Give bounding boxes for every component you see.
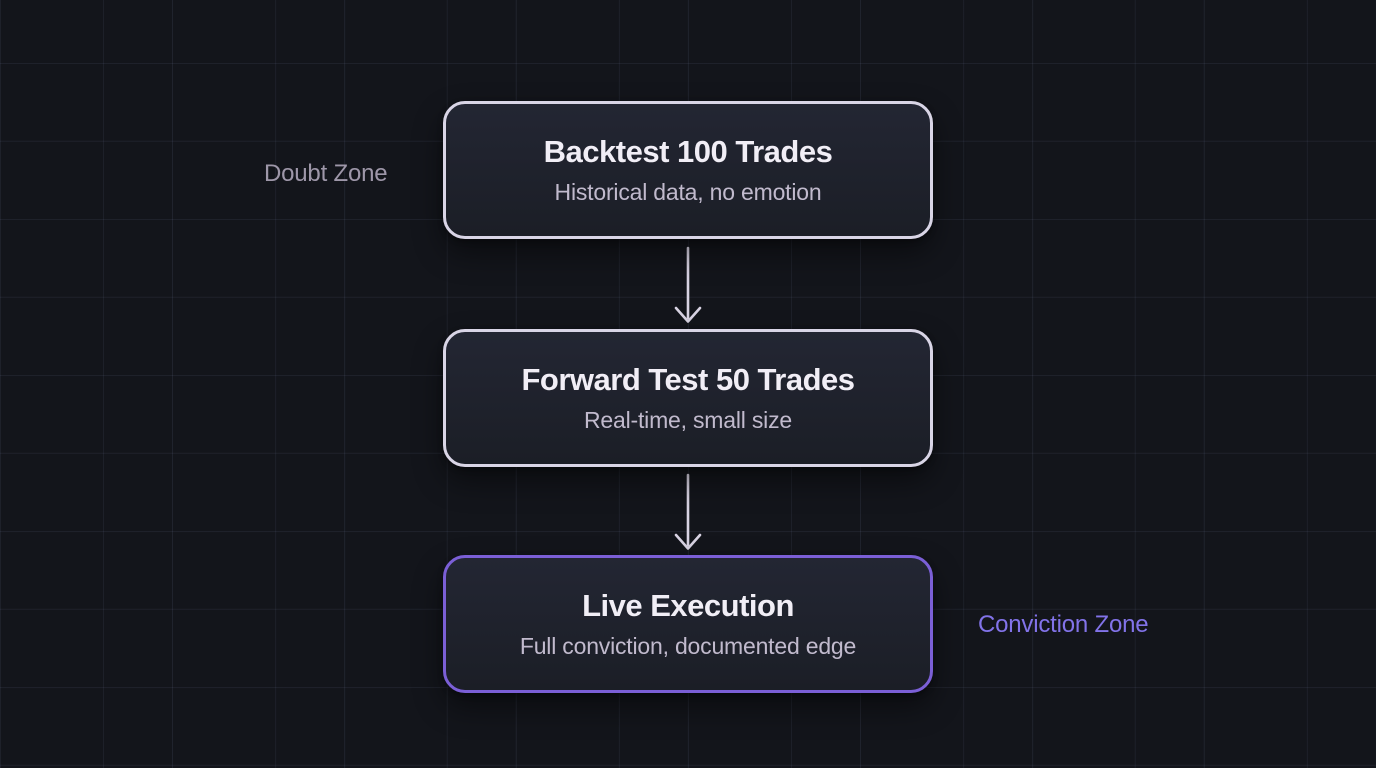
arrow-1-head	[674, 306, 702, 323]
node-forward-test-title: Forward Test 50 Trades	[521, 362, 856, 398]
node-live-execution: Live Execution Full conviction, document…	[443, 555, 933, 693]
node-live-execution-title: Live Execution	[582, 588, 794, 624]
node-backtest-subtitle: Historical data, no emotion	[554, 179, 822, 206]
arrow-2-head	[674, 533, 702, 550]
node-live-execution-subtitle: Full conviction, documented edge	[519, 633, 857, 660]
node-forward-test-subtitle: Real-time, small size	[584, 407, 792, 434]
node-backtest-title: Backtest 100 Trades	[543, 134, 833, 170]
doubt-zone-label: Doubt Zone	[264, 160, 388, 187]
node-forward-test: Forward Test 50 Trades Real-time, small …	[443, 329, 933, 467]
conviction-zone-label: Conviction Zone	[978, 611, 1149, 638]
node-backtest: Backtest 100 Trades Historical data, no …	[443, 101, 933, 239]
